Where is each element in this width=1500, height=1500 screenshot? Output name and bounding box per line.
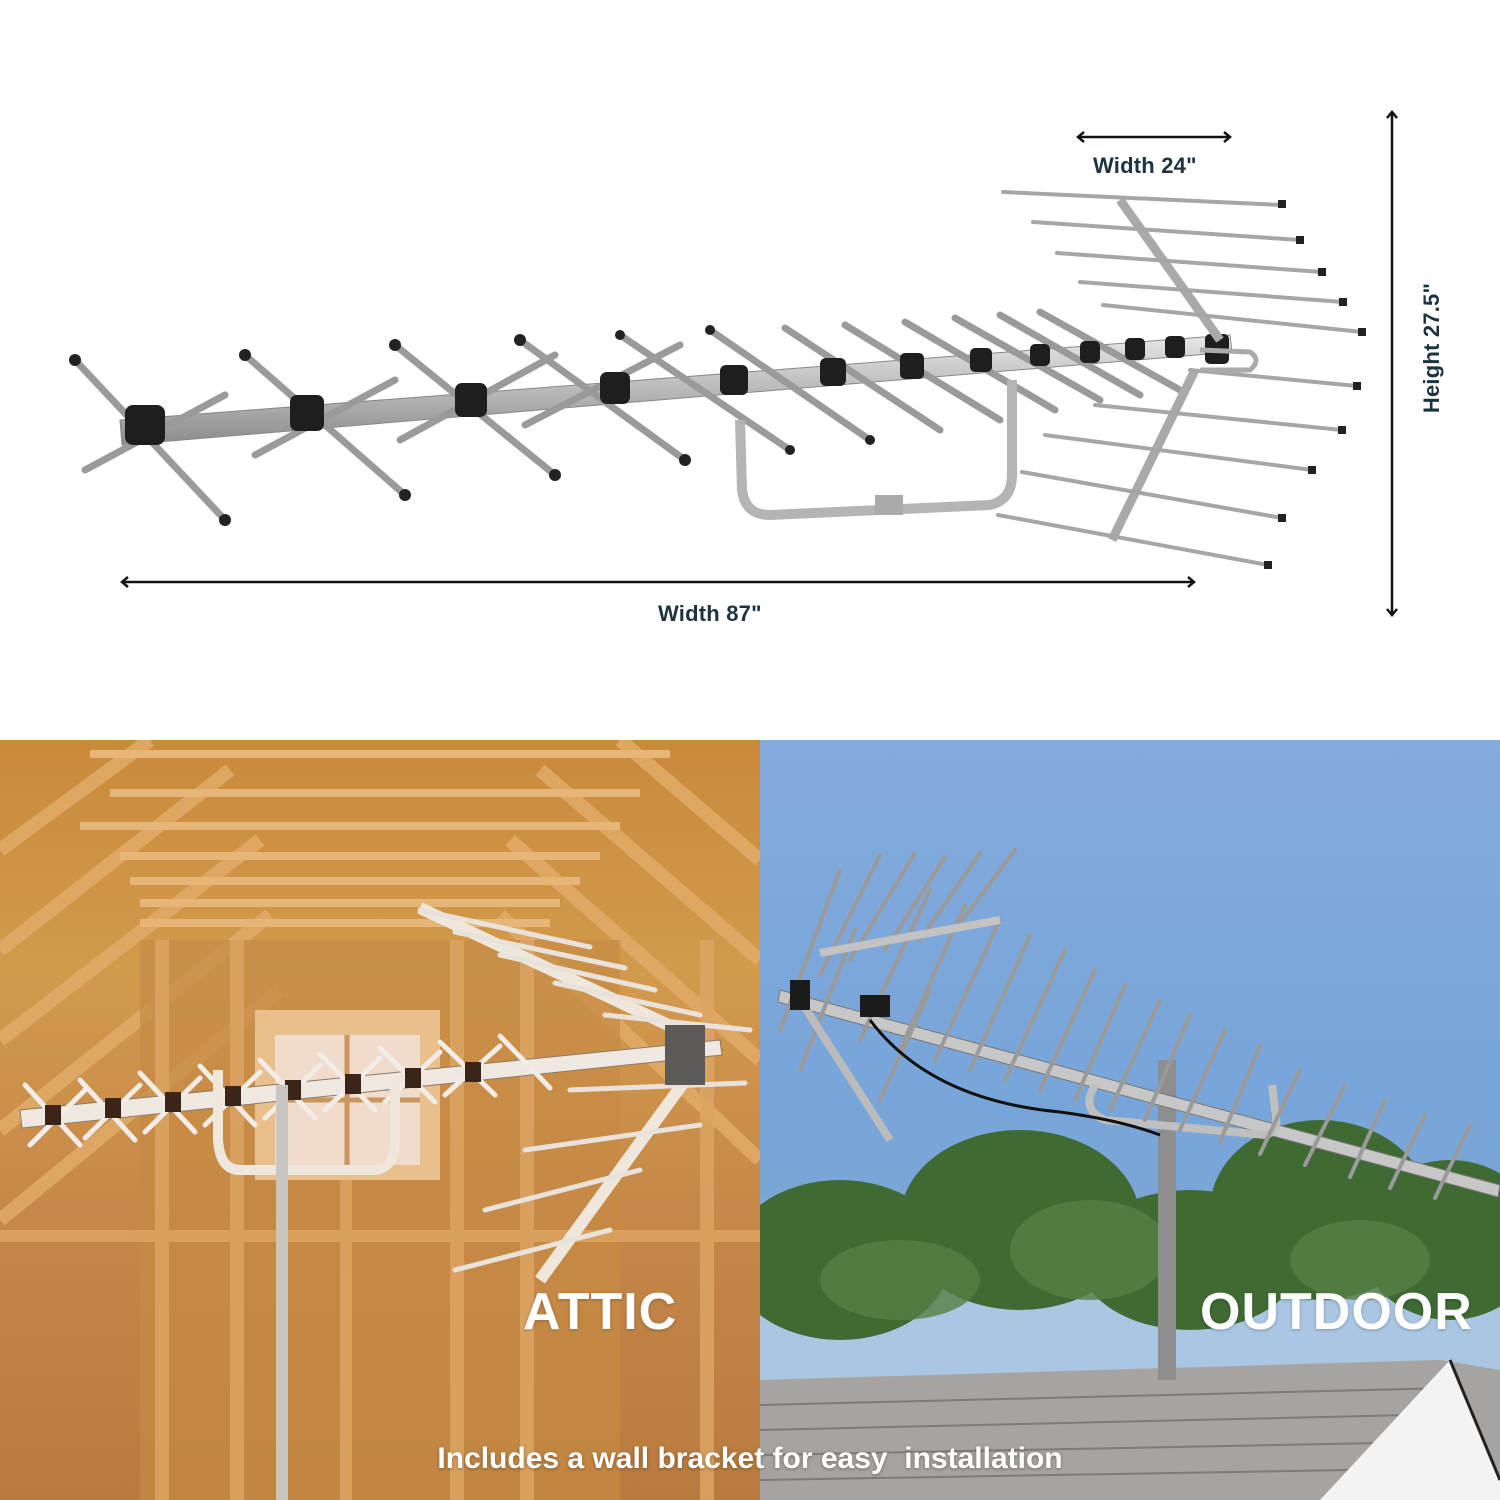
height-label: Height 27.5"	[1419, 282, 1444, 414]
attic-illustration	[0, 740, 760, 1500]
antenna-illustration	[69, 110, 1398, 617]
dimension-arrows	[120, 110, 1398, 617]
width-24-label: Width 24"	[1093, 153, 1197, 178]
width-87-label: Width 87"	[658, 601, 762, 626]
outdoor-illustration	[760, 848, 1500, 1500]
product-dimension-diagram: Width 24" Width 87" Height 27.5"	[0, 0, 1500, 740]
attic-scene-photo	[0, 740, 760, 1500]
installation-scenes: ATTIC OUTDOOR	[0, 740, 1500, 1500]
attic-label: ATTIC	[523, 1283, 678, 1341]
wall-bracket-caption: Includes a wall bracket for easy install…	[437, 1442, 1063, 1475]
outdoor-scene-photo	[760, 740, 1500, 1500]
outdoor-label: OUTDOOR	[1200, 1283, 1473, 1341]
